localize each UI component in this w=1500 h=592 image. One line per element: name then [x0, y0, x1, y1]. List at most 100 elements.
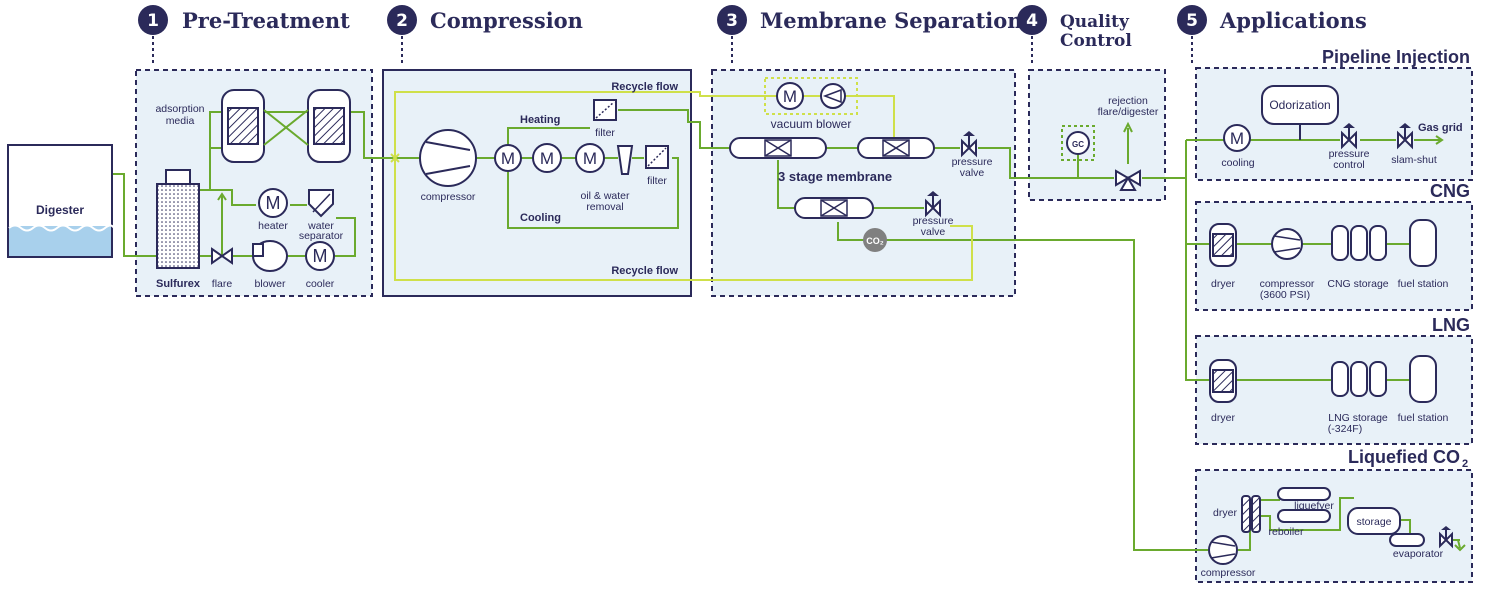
pipes	[112, 109, 1460, 551]
lco2-dryer-label: dryer	[1213, 507, 1237, 519]
membrane-2	[857, 137, 935, 159]
svg-text:1: 1	[147, 11, 159, 31]
sulfurex-label: Sulfurex	[156, 278, 201, 290]
adsorption-vessels: adsorption media	[155, 89, 351, 163]
svg-text:M: M	[540, 149, 554, 168]
water-sep-label-2: separator	[299, 230, 344, 242]
stage-header-3: 3 Membrane Separation	[717, 5, 1023, 66]
recycle-top-label: Recycle flow	[611, 81, 678, 93]
svg-text:3: 3	[726, 11, 738, 31]
stage-header-1: 1 Pre-Treatment	[138, 5, 350, 66]
heater-motor: M heater	[258, 188, 288, 232]
lng-fuel-station: fuel station	[1398, 355, 1449, 424]
cooler-motor: M cooler	[305, 241, 335, 290]
membrane-3	[794, 197, 874, 219]
lng-storage-label-1: LNG storage	[1328, 412, 1388, 424]
lco2-liquefyer-label: liquefyer	[1294, 500, 1334, 512]
stage-title-quality-2: Control	[1060, 31, 1132, 51]
svg-text:M: M	[266, 193, 281, 213]
lng-fuel-label: fuel station	[1398, 412, 1449, 424]
water-separator: water separator	[299, 189, 344, 242]
pc-label-2: control	[1333, 159, 1365, 171]
lco2-title-sub: 2	[1462, 458, 1468, 470]
flare-label: flare	[212, 278, 233, 290]
membrane-1	[729, 137, 827, 159]
svg-text:5: 5	[1186, 11, 1198, 31]
quality-panel	[1028, 69, 1166, 201]
cooler-label: cooler	[306, 278, 335, 290]
blower: blower	[252, 240, 288, 290]
cng-title: CNG	[1430, 181, 1470, 201]
pipeline-cooling: M cooling	[1221, 124, 1255, 169]
svg-text:GC: GC	[1072, 140, 1084, 149]
lco2-dryers: dryer	[1213, 495, 1261, 533]
gc-analyzer: GC	[1061, 125, 1095, 161]
svg-text:4: 4	[1026, 11, 1038, 31]
cng-storage-tanks: CNG storage	[1327, 225, 1389, 290]
filter-2: filter	[645, 145, 669, 187]
adsorption-label-1: adsorption	[155, 103, 204, 115]
lco2-storage: storage	[1347, 507, 1401, 535]
svg-text:M: M	[501, 149, 515, 168]
pressure-control-valve: pressure control	[1329, 123, 1370, 171]
lco2-compressor-label: compressor	[1201, 567, 1256, 579]
lng-title: LNG	[1432, 315, 1470, 335]
pv2-label-2: valve	[921, 226, 946, 238]
compressor-label: compressor	[421, 191, 476, 203]
oil-label-1: oil & water	[580, 190, 630, 202]
stage-title-membrane: Membrane Separation	[760, 8, 1023, 33]
lco2-compressor: compressor	[1201, 535, 1256, 579]
pipeline-cooling-label: cooling	[1221, 157, 1254, 169]
adsorption-label-2: media	[166, 115, 195, 127]
lng-dryer-label: dryer	[1211, 412, 1235, 424]
lco2-storage-label: storage	[1356, 516, 1391, 528]
svg-text:M: M	[1230, 129, 1244, 148]
svg-text:CO₂: CO₂	[866, 236, 884, 246]
svg-text:M: M	[313, 246, 328, 266]
lng-dryer: dryer	[1209, 359, 1237, 424]
sulfurex-vessel: Sulfurex	[156, 169, 201, 290]
digester-label: Digester	[36, 203, 84, 217]
rejection-label-2: flare/digester	[1098, 106, 1159, 118]
cng-fuel-station: fuel station	[1398, 219, 1449, 290]
membrane-panel	[711, 69, 1016, 297]
pc-label-1: pressure	[1329, 148, 1370, 160]
heating-label: Heating	[520, 114, 560, 126]
heat-exchangers: M M M	[494, 143, 605, 173]
blower-label: blower	[255, 278, 286, 290]
stage-title-pretreatment: Pre-Treatment	[182, 8, 350, 33]
lng-storage-tanks: LNG storage (-324F)	[1328, 361, 1388, 435]
slam-shut-valve: slam-shut	[1391, 123, 1437, 166]
pv1-label-1: pressure	[952, 156, 993, 168]
co2-badge: CO₂	[863, 228, 887, 252]
lco2-liquefyer: liquefyer reboiler	[1268, 487, 1334, 538]
filter-1: filter	[593, 99, 617, 139]
gas-grid-arrow	[1435, 135, 1444, 145]
water-sep-label-1: water	[307, 220, 334, 232]
lco2-reboiler-label: reboiler	[1268, 526, 1304, 538]
stage-title-compression: Compression	[430, 8, 583, 33]
recycle-bottom-label: Recycle flow	[611, 265, 678, 277]
pipeline-panel	[1195, 67, 1473, 181]
cng-dryer: dryer	[1209, 223, 1237, 290]
pv1-label-2: valve	[960, 167, 985, 179]
svg-text:M: M	[583, 149, 597, 168]
odorization-label: Odorization	[1269, 98, 1330, 112]
slam-label: slam-shut	[1391, 154, 1437, 166]
rejection-label-1: rejection	[1108, 95, 1148, 107]
gas-grid-label: Gas grid	[1418, 122, 1463, 134]
stage-header-2: 2 Compression	[387, 5, 583, 66]
compression-panel	[382, 69, 692, 297]
cooling-label: Cooling	[520, 212, 561, 224]
main-compressor: compressor	[419, 129, 477, 203]
cng-storage-label: CNG storage	[1327, 278, 1388, 290]
digester-tank: Digester	[7, 144, 115, 258]
lco2-panel	[1195, 469, 1473, 583]
junction-marker	[390, 153, 400, 163]
flare-valve: flare	[211, 192, 233, 290]
cng-fuel-label: fuel station	[1398, 278, 1449, 290]
stage-header-4: 4 Quality Control	[1017, 5, 1132, 66]
cng-dryer-label: dryer	[1211, 278, 1235, 290]
pipeline-title: Pipeline Injection	[1322, 47, 1470, 67]
